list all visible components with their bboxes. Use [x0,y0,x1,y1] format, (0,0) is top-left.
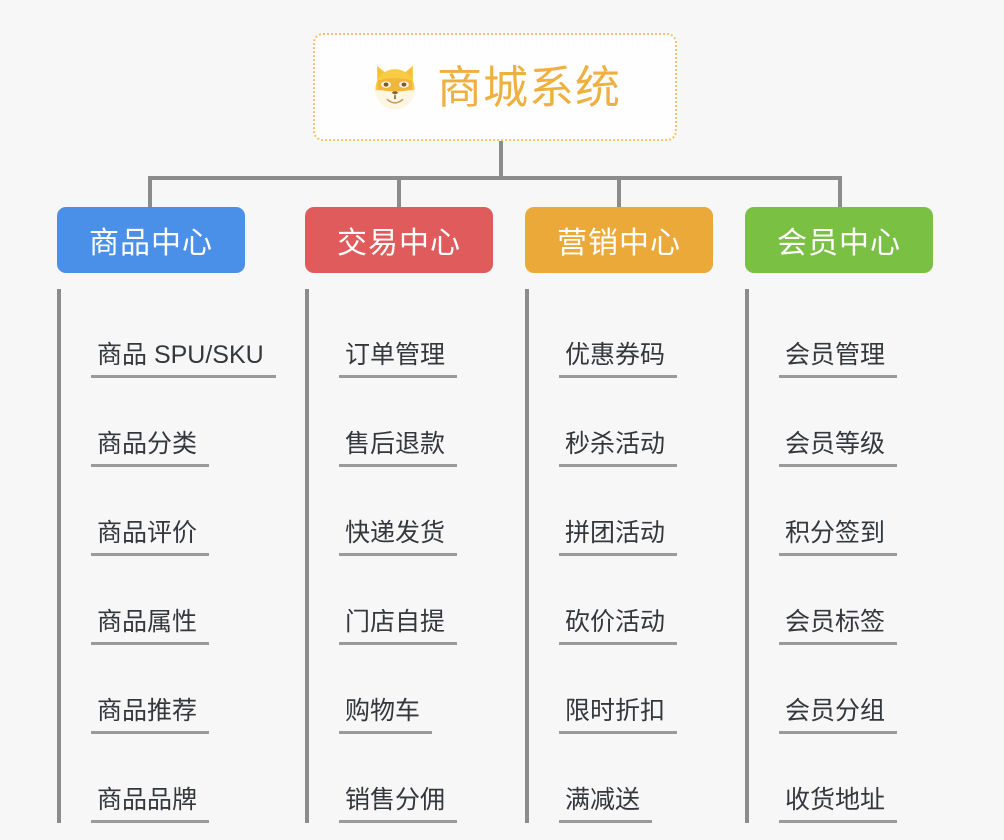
branch-header-label-4: 会员中心 [777,227,901,260]
leaf-label: 秒杀活动 [559,430,678,467]
leaf-label: 订单管理 [339,341,458,378]
leaf-label: 会员分组 [779,697,898,734]
branch-items-3: 优惠券码 秒杀活动 拼团活动 砍价活动 限时折扣 满减送 [525,289,713,823]
branch-items-1: 商品 SPU/SKU 商品分类 商品评价 商品属性 商品推荐 商品品牌 [57,289,276,823]
leaf-item[interactable]: 拼团活动 [531,467,713,556]
leaf-item[interactable]: 收货地址 [751,734,933,823]
branch-header-label-3: 营销中心 [557,227,681,260]
leaf-item[interactable]: 快递发货 [311,467,493,556]
leaf-label: 会员标签 [779,608,898,645]
branch-column-3: 营销中心 优惠券码 秒杀活动 拼团活动 砍价活动 限时折扣 满减送 [525,207,713,823]
connector-bus [148,176,842,180]
connector-root-stem [499,141,503,180]
leaf-label: 收货地址 [779,786,898,823]
connector-drop-3 [617,176,621,209]
leaf-item[interactable]: 会员标签 [751,556,933,645]
leaf-item[interactable]: 限时折扣 [531,645,713,734]
branch-header-2[interactable]: 交易中心 [305,207,493,273]
leaf-item[interactable]: 商品评价 [63,467,245,556]
leaf-label: 销售分佣 [339,786,458,823]
leaf-label: 积分签到 [779,519,898,556]
root-node[interactable]: 商城系统 [313,33,677,141]
leaf-item[interactable]: 会员等级 [751,378,933,467]
leaf-item[interactable]: 积分签到 [751,467,933,556]
branch-column-2: 交易中心 订单管理 售后退款 快递发货 门店自提 购物车 销售分佣 [305,207,493,823]
connector-drop-1 [148,176,152,209]
leaf-label: 满减送 [559,786,653,823]
leaf-item[interactable]: 商品属性 [63,556,245,645]
leaf-label: 门店自提 [339,608,458,645]
leaf-label: 拼团活动 [559,519,678,556]
leaf-item[interactable]: 秒杀活动 [531,378,713,467]
leaf-item[interactable]: 会员管理 [751,289,933,378]
leaf-item[interactable]: 销售分佣 [311,734,493,823]
leaf-item[interactable]: 商品推荐 [63,645,245,734]
leaf-label: 快递发货 [339,519,458,556]
leaf-label: 会员等级 [779,430,898,467]
branch-header-4[interactable]: 会员中心 [745,207,933,273]
leaf-label: 优惠券码 [559,341,678,378]
branch-items-4: 会员管理 会员等级 积分签到 会员标签 会员分组 收货地址 [745,289,933,823]
leaf-item[interactable]: 门店自提 [311,556,493,645]
branch-header-label-1: 商品中心 [89,227,213,260]
shiba-dog-icon [375,65,415,110]
leaf-item[interactable]: 满减送 [531,734,713,823]
leaf-label: 商品品牌 [91,786,210,823]
leaf-label: 商品评价 [91,519,210,556]
branch-items-2: 订单管理 售后退款 快递发货 门店自提 购物车 销售分佣 [305,289,493,823]
branch-header-label-2: 交易中心 [337,227,461,260]
leaf-item[interactable]: 商品 SPU/SKU [63,289,276,378]
connector-drop-4 [838,176,842,209]
leaf-item[interactable]: 优惠券码 [531,289,713,378]
connector-drop-2 [397,176,401,209]
leaf-label: 商品推荐 [91,697,210,734]
root-title: 商城系统 [436,61,621,113]
leaf-label: 商品属性 [91,608,210,645]
leaf-item[interactable]: 会员分组 [751,645,933,734]
branch-column-4: 会员中心 会员管理 会员等级 积分签到 会员标签 会员分组 收货地址 [745,207,933,823]
leaf-item[interactable]: 订单管理 [311,289,493,378]
leaf-item[interactable]: 商品分类 [63,378,245,467]
leaf-label: 商品分类 [91,430,210,467]
leaf-label: 砍价活动 [559,608,678,645]
leaf-label: 售后退款 [339,430,458,467]
leaf-item[interactable]: 砍价活动 [531,556,713,645]
branch-header-1[interactable]: 商品中心 [57,207,245,273]
branch-header-3[interactable]: 营销中心 [525,207,713,273]
leaf-label: 购物车 [339,697,433,734]
leaf-item[interactable]: 购物车 [311,645,493,734]
branch-column-1: 商品中心 商品 SPU/SKU 商品分类 商品评价 商品属性 商品推荐 商品品牌 [57,207,276,823]
leaf-item[interactable]: 售后退款 [311,378,493,467]
leaf-label: 会员管理 [779,341,898,378]
leaf-label: 限时折扣 [559,697,678,734]
leaf-item[interactable]: 商品品牌 [63,734,245,823]
leaf-label: 商品 SPU/SKU [91,341,276,378]
